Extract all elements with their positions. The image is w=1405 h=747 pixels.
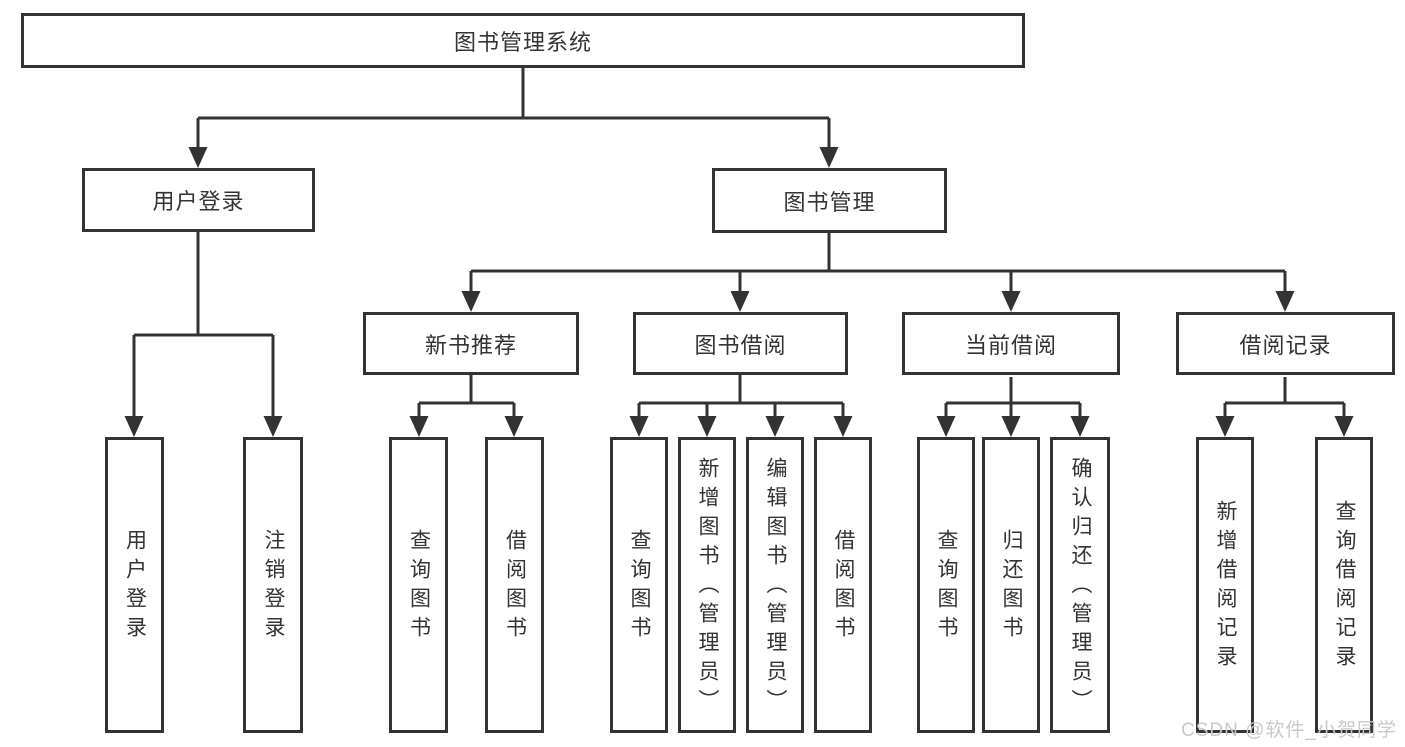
node-book-management: 图书管理	[712, 168, 947, 233]
node-borrow-records: 借阅记录	[1176, 312, 1395, 375]
node-new-book-recommend: 新书推荐	[363, 312, 579, 375]
csdn-watermark: CSDN @软件_小贺同学	[1181, 720, 1397, 741]
node-library-management-system: 图书管理系统	[21, 13, 1025, 68]
leaf-current-return: 归还图书	[982, 437, 1040, 733]
leaf-current-query: 查询图书	[917, 437, 975, 733]
leaf-newbooks-query: 查询图书	[389, 437, 448, 733]
leaf-borrow-add-admin: 新增图书（管理员）	[678, 437, 736, 733]
leaf-newbooks-borrow: 借阅图书	[485, 437, 544, 733]
leaf-records-add: 新增借阅记录	[1196, 437, 1254, 733]
leaf-records-query: 查询借阅记录	[1315, 437, 1373, 733]
leaf-current-confirm-admin: 确认归还（管理员）	[1050, 437, 1110, 733]
leaf-borrow-edit-admin: 编辑图书（管理员）	[746, 437, 804, 733]
node-book-borrow: 图书借阅	[633, 312, 848, 375]
leaf-user-login: 用户登录	[105, 437, 164, 733]
leaf-logout: 注销登录	[243, 437, 303, 733]
leaf-borrow-query: 查询图书	[610, 437, 668, 733]
leaf-borrow-borrow: 借阅图书	[814, 437, 872, 733]
node-current-borrow: 当前借阅	[902, 312, 1120, 375]
node-user-login: 用户登录	[82, 168, 315, 232]
